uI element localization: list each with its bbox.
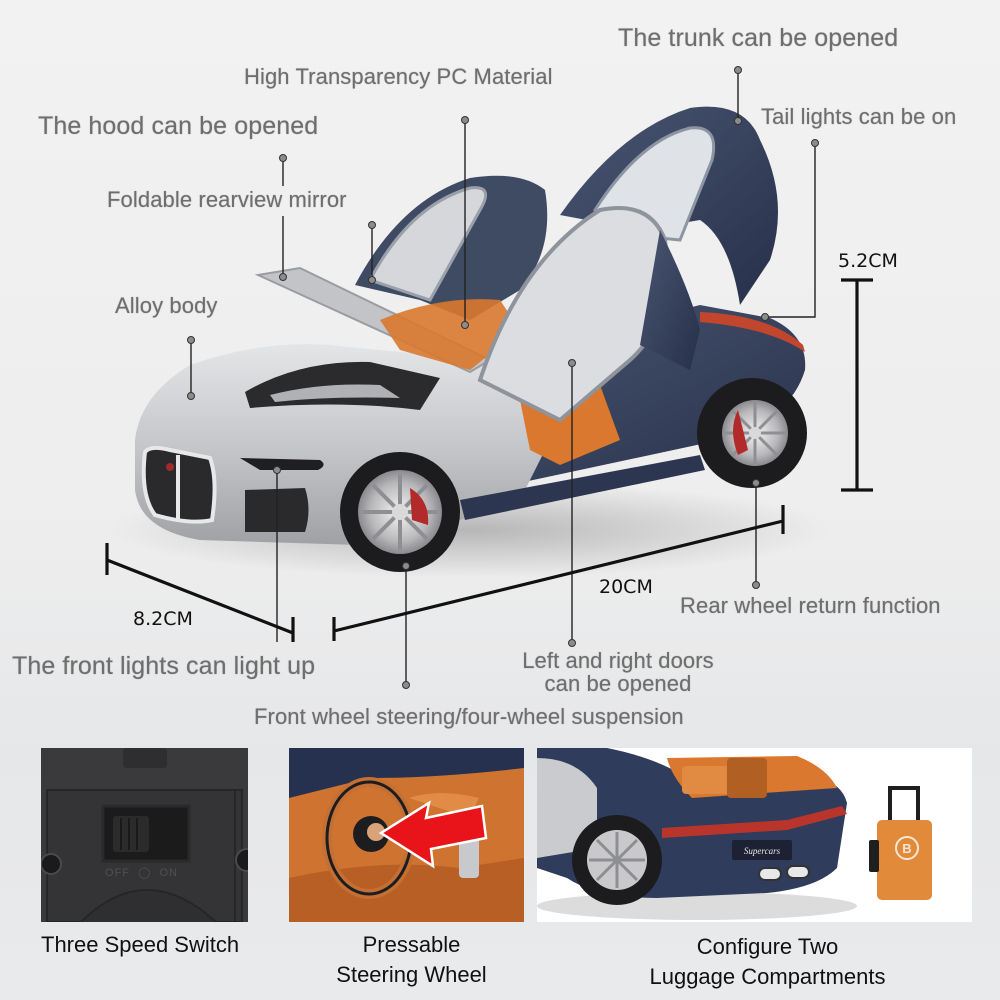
dimension-length: 20CM	[599, 576, 653, 598]
switch-label: OFF ◯ ON	[105, 866, 178, 879]
bulb-icon: ◯	[138, 867, 152, 879]
callout-doors-line1: Left and right doors	[522, 648, 714, 673]
callout-mirror: Foldable rearview mirror	[107, 187, 347, 212]
arrow-icon	[378, 800, 488, 869]
panel-steering-photo	[289, 748, 524, 922]
caption-luggage-line1: Configure Two	[696, 934, 839, 959]
caption-steering-wheel: Pressable Steering Wheel	[289, 930, 534, 990]
luggage-logo: B	[902, 841, 911, 856]
caption-steering-line2: Steering Wheel	[336, 962, 487, 987]
switch-off-label: OFF	[105, 867, 130, 879]
product-hero: The trunk can be opened High Transparenc…	[12, 24, 957, 729]
callout-front-wheel: Front wheel steering/four-wheel suspensi…	[254, 704, 684, 729]
caption-luggage: Configure Two Luggage Compartments	[600, 932, 935, 992]
car-illustration	[110, 106, 830, 578]
callout-doors-line2: can be opened	[544, 671, 692, 696]
dimension-width: 8.2CM	[133, 608, 193, 630]
luggage-illustration: Supercars B	[537, 748, 972, 922]
panel-luggage-photo: Supercars B	[537, 748, 972, 922]
switch-on-label: ON	[159, 867, 178, 879]
callout-pc-material: High Transparency PC Material	[244, 64, 553, 89]
dimension-bars	[105, 278, 873, 642]
callout-doors: Left and right doors can be opened	[513, 649, 723, 695]
steering-illustration	[289, 748, 524, 922]
leader-lines	[105, 66, 873, 689]
callout-rear-wheel: Rear wheel return function	[680, 593, 941, 618]
callout-trunk: The trunk can be opened	[618, 24, 899, 52]
switch-illustration	[41, 748, 248, 922]
callout-tail-lights: Tail lights can be on	[761, 104, 957, 129]
dimension-height: 5.2CM	[838, 250, 898, 272]
caption-steering-line1: Pressable	[362, 932, 461, 957]
caption-three-speed-switch: Three Speed Switch	[41, 932, 240, 957]
callout-alloy-body: Alloy body	[115, 293, 218, 318]
caption-luggage-line2: Luggage Compartments	[649, 964, 886, 989]
plate-text: Supercars	[744, 846, 781, 856]
callout-hood: The hood can be opened	[38, 112, 319, 140]
panel-switch-photo: OFF ◯ ON	[41, 748, 248, 922]
callout-front-lights: The front lights can light up	[12, 652, 316, 680]
